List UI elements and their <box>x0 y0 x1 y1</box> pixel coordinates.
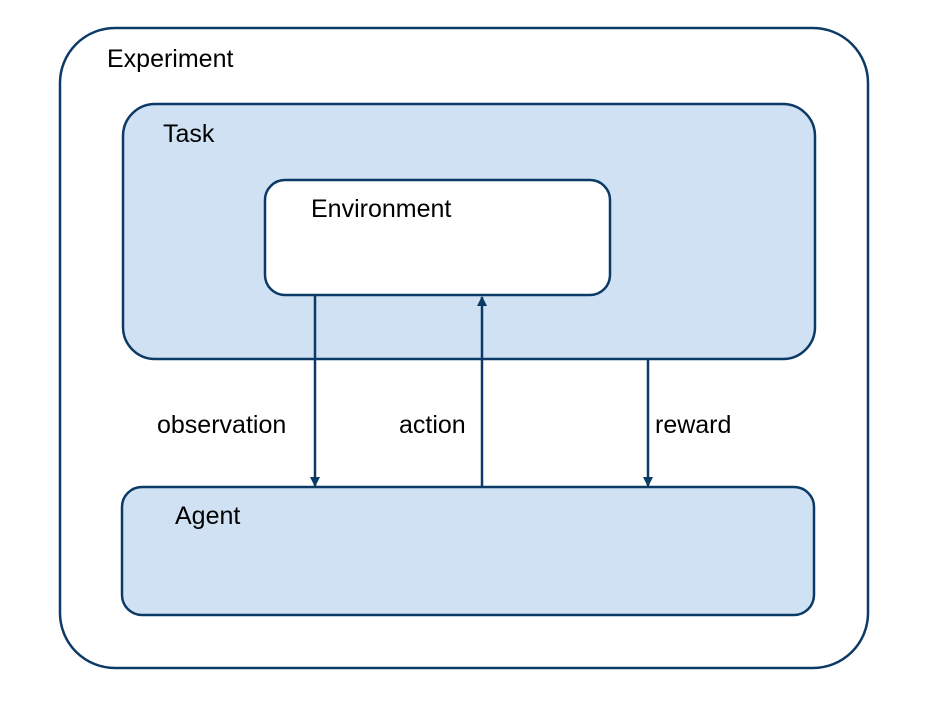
observation-edge: observation <box>157 296 320 487</box>
action-label: action <box>399 411 466 439</box>
environment-box: Environment <box>263 178 612 297</box>
action-edge: action <box>399 296 487 487</box>
reward-label: reward <box>655 411 731 439</box>
task-label: Task <box>163 120 215 148</box>
observation-label: observation <box>157 411 286 439</box>
agent-frame <box>120 485 816 617</box>
reward-edge: reward <box>643 360 731 487</box>
agent-box: Agent <box>120 485 816 617</box>
agent-label: Agent <box>175 502 240 530</box>
experiment-label: Experiment <box>107 45 233 73</box>
environment-label: Environment <box>311 195 451 223</box>
environment-frame <box>263 178 612 297</box>
